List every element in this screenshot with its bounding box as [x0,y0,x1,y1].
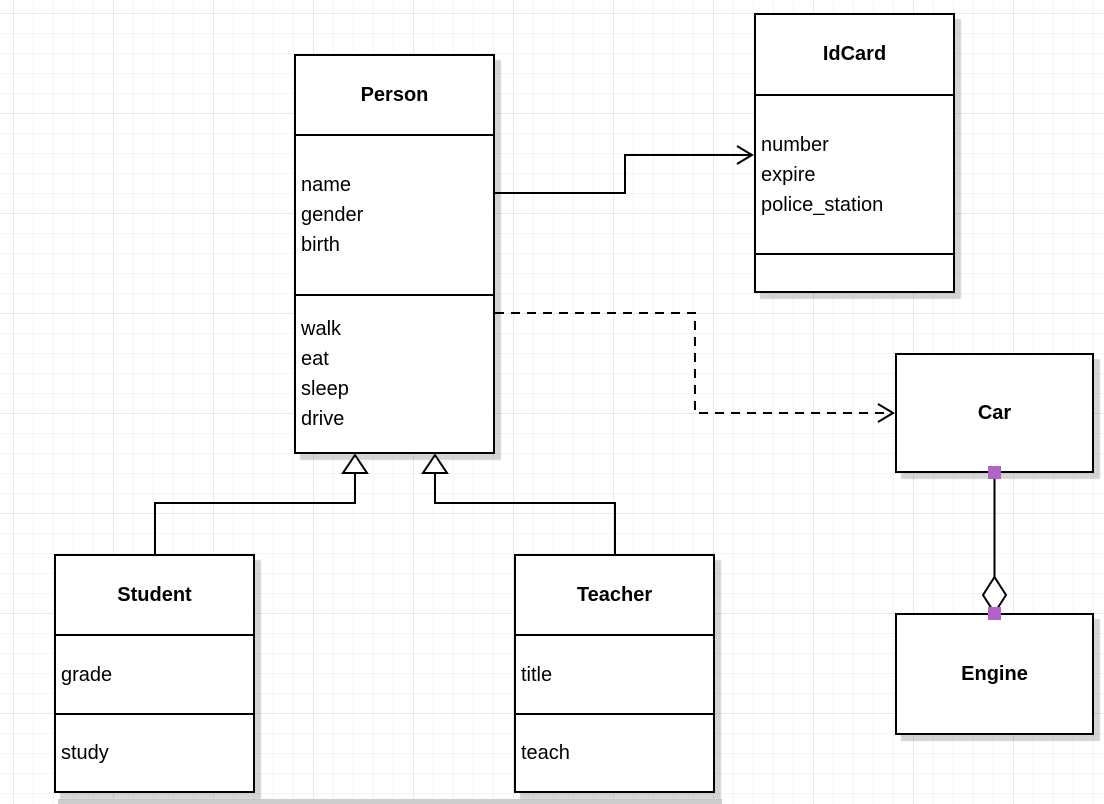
class-title: IdCard [822,43,887,65]
arrowhead-hollow-triangle [421,453,449,474]
class-attribute: gender [301,204,364,226]
class-title: Person [360,83,429,106]
edge-dependency-person-car[interactable] [495,312,895,423]
edge-association-person-idcard[interactable] [495,145,754,194]
arrowhead-hollow-diamond [981,575,1008,615]
class-method: sleep [301,378,349,400]
class-attribute: expire [761,163,816,186]
class-title: Engine [961,662,1028,685]
class-box-car[interactable]: Car [895,353,1094,473]
arrowhead-open [877,403,895,423]
class-box-idcard[interactable]: IdCard number expire police_station [754,13,955,293]
class-methods-empty [756,253,953,291]
page-bottom-shadow [58,799,722,804]
edge-line[interactable] [154,472,356,554]
arrowhead-hollow-triangle [341,453,369,474]
class-attribute: name [301,174,352,196]
class-attribute: police_station [761,193,884,216]
edge-aggregation-car-engine[interactable] [981,466,1008,620]
class-box-person[interactable]: Person name gender birth walk eat sleep … [294,54,495,454]
class-method: study [61,742,109,764]
class-title: Teacher [576,583,653,606]
class-title: Car [977,401,1012,424]
edge-line[interactable] [434,472,616,554]
class-method: teach [521,742,570,764]
class-attributes: title [516,634,713,713]
class-attribute: grade [61,663,113,686]
class-attribute: number [761,133,829,156]
edge-line[interactable] [495,154,750,194]
edge-generalization-teacher-person[interactable] [421,453,616,554]
class-attributes: name gender birth [296,134,493,294]
class-box-teacher[interactable]: Teacher title teach [514,554,715,793]
class-methods: teach [516,713,713,791]
arrowhead-open [736,145,754,165]
edge-line[interactable] [495,312,890,414]
class-attributes: grade [56,634,253,713]
class-method: walk [301,318,342,340]
class-methods: study [56,713,253,791]
class-title: Student [117,583,192,606]
edge-generalization-student-person[interactable] [154,453,369,554]
class-attribute: birth [301,234,340,256]
class-box-engine[interactable]: Engine [895,613,1094,735]
class-attribute: title [521,663,553,686]
class-methods: walk eat sleep drive [296,294,493,452]
class-method: drive [301,408,345,430]
class-attributes: number expire police_station [756,94,953,253]
class-method: eat [301,348,329,370]
class-box-student[interactable]: Student grade study [54,554,255,793]
